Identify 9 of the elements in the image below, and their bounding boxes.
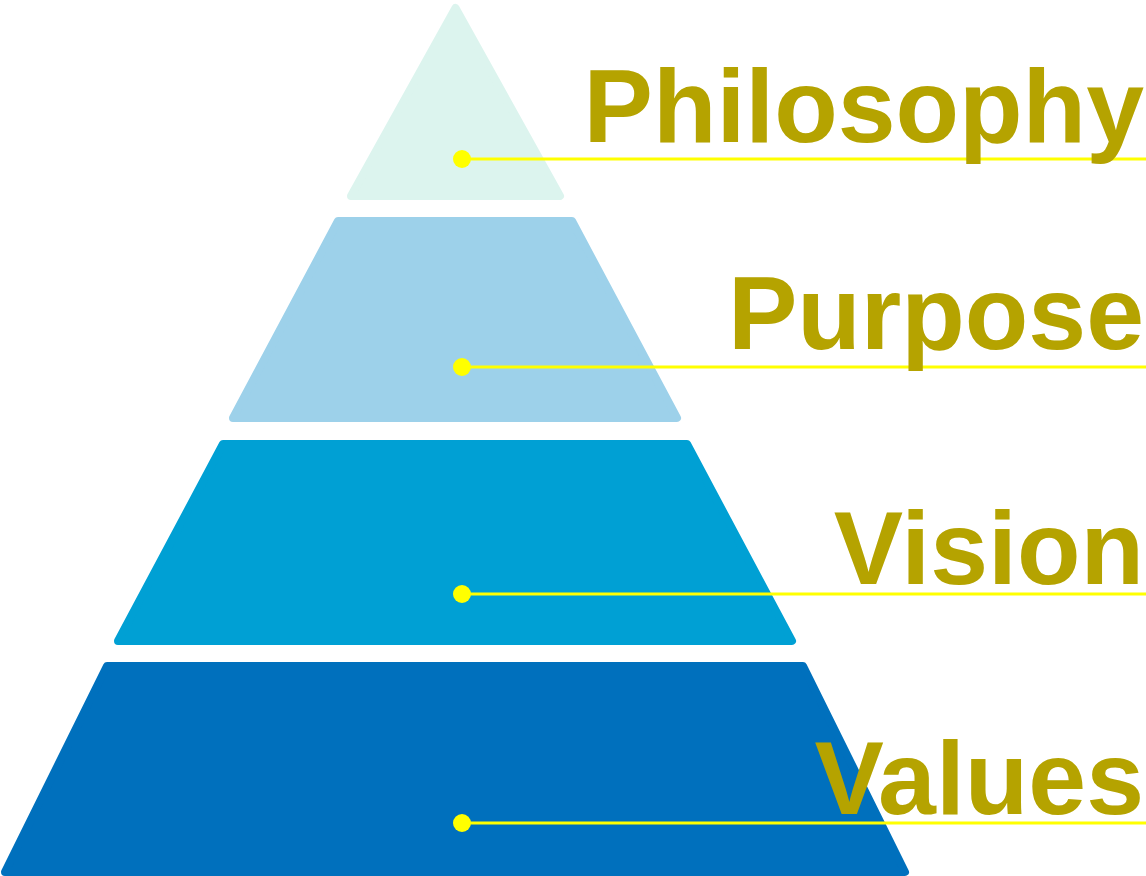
tier-label: Vision <box>833 489 1144 609</box>
tier-label: Philosophy <box>583 47 1144 167</box>
pyramid-apex <box>345 2 566 200</box>
leader-line <box>453 358 1146 376</box>
pyramid-tier <box>113 440 797 645</box>
pyramid-tier <box>228 217 682 422</box>
leader-line <box>453 150 1146 168</box>
leader-line <box>453 585 1146 603</box>
tier-label: Purpose <box>727 254 1144 374</box>
